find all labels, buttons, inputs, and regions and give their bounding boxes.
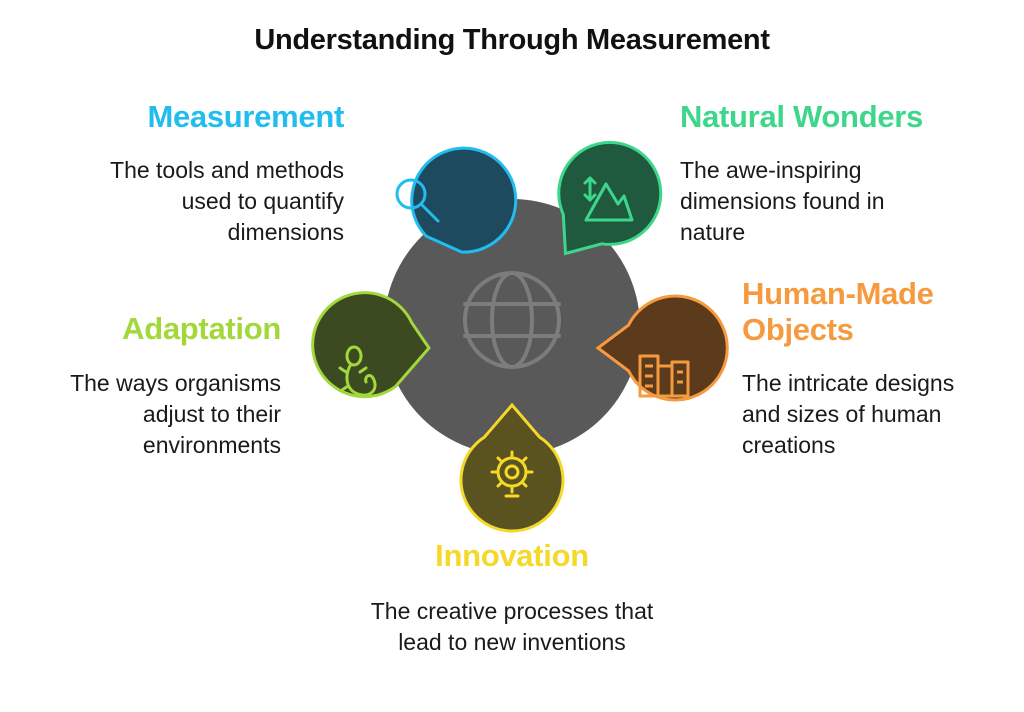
human-made-objects-node xyxy=(595,294,729,402)
innovation-drop xyxy=(459,402,565,533)
center-node xyxy=(384,199,640,455)
adaptation-heading: Adaptation xyxy=(122,311,281,346)
adaptation-description: The ways organisms adjust to their envir… xyxy=(70,370,281,458)
human-made-objects-description: The intricate designs and sizes of human… xyxy=(742,370,955,458)
magnifier-icon xyxy=(395,178,440,223)
center-circle xyxy=(384,199,640,455)
human-made-objects-heading: Human-Made Objects xyxy=(742,276,934,347)
innovation-description: The creative processes that lead to new … xyxy=(370,598,654,655)
natural-wonders-description: The awe-inspiring dimensions found in na… xyxy=(680,157,885,245)
globe-icon xyxy=(463,271,561,369)
natural-wonders-drop xyxy=(557,140,663,256)
mountain-icon xyxy=(583,176,634,222)
measurement-description: The tools and methods used to quantify d… xyxy=(110,157,344,245)
measurement-heading: Measurement xyxy=(147,99,344,134)
innovation-node xyxy=(459,402,565,533)
measurement-drop xyxy=(410,146,518,254)
natural-wonders-heading: Natural Wonders xyxy=(680,99,923,134)
natural-wonders-node xyxy=(557,140,663,256)
lizard-icon xyxy=(338,345,377,397)
adaptation-node xyxy=(311,291,431,399)
buildings-icon xyxy=(638,354,690,398)
measurement-node xyxy=(395,146,518,254)
gear-bulb-icon xyxy=(490,450,534,498)
innovation-heading: Innovation xyxy=(435,538,589,573)
diagram-title: Understanding Through Measurement xyxy=(254,24,770,56)
